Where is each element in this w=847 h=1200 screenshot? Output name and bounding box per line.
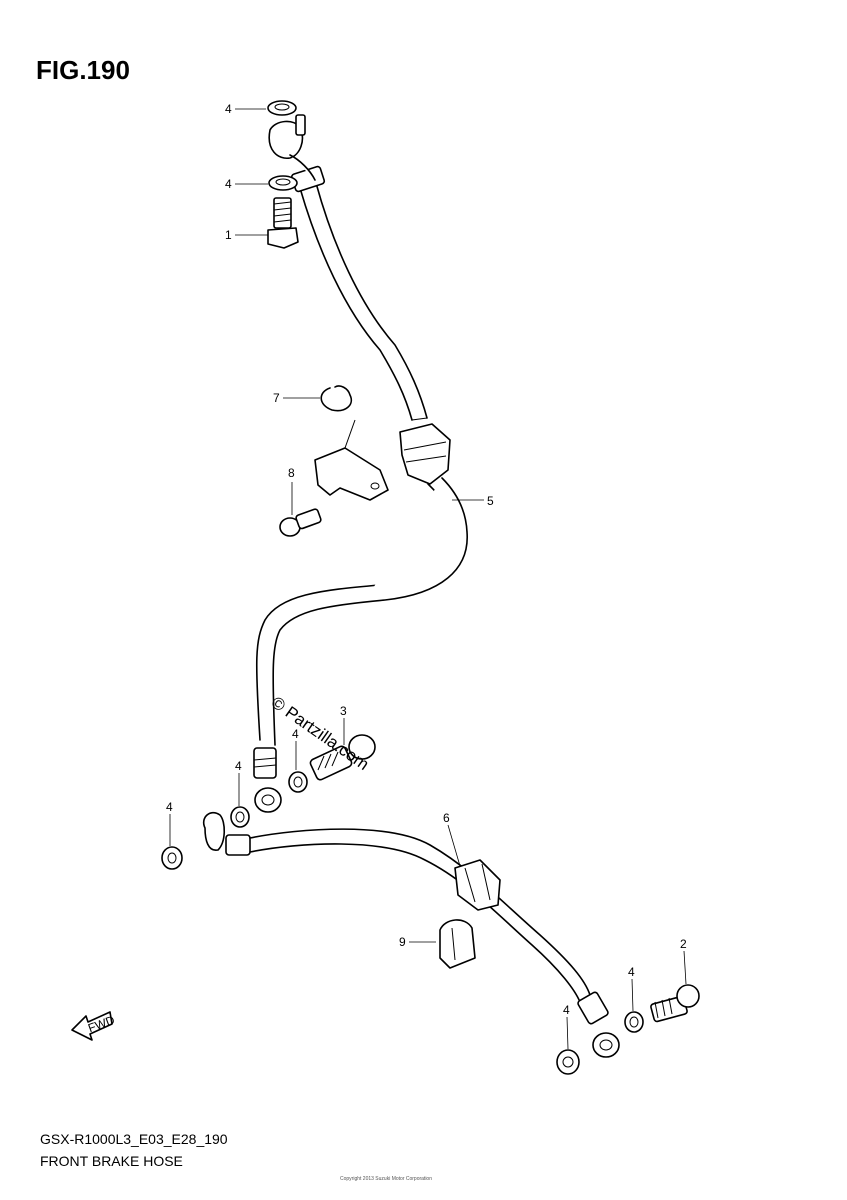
figure-caption: FRONT BRAKE HOSE [40, 1153, 183, 1169]
brake-hose-upper[interactable] [253, 114, 468, 813]
model-code: GSX-R1000L3_E03_E28_190 [40, 1131, 228, 1147]
callout-4-second[interactable]: 4 [225, 177, 268, 191]
washer-lower-left[interactable] [556, 1049, 580, 1075]
washer-left[interactable] [161, 846, 183, 870]
callout-4-top[interactable]: 4 [225, 102, 266, 116]
callout-3[interactable]: 3 [340, 704, 347, 745]
svg-text:5: 5 [487, 494, 494, 508]
svg-text:4: 4 [292, 727, 299, 741]
washer-top[interactable] [267, 100, 297, 116]
union-bolt-lower[interactable] [650, 984, 700, 1023]
svg-text:2: 2 [680, 937, 687, 951]
svg-text:6: 6 [443, 811, 450, 825]
svg-text:4: 4 [225, 102, 232, 116]
washer-mid-right[interactable] [288, 771, 308, 793]
callout-4-lower-right[interactable]: 4 [628, 965, 635, 1012]
washer-mid-left[interactable] [230, 806, 250, 828]
svg-text:8: 8 [288, 466, 295, 480]
callout-1[interactable]: 1 [225, 228, 268, 242]
callout-8[interactable]: 8 [288, 466, 295, 515]
callout-9[interactable]: 9 [399, 935, 436, 949]
svg-text:4: 4 [166, 800, 173, 814]
callout-4-mid-right[interactable]: 4 [292, 727, 299, 770]
fwd-label: FWD [86, 1013, 117, 1036]
callout-2[interactable]: 2 [680, 937, 687, 985]
union-bolt-upper[interactable] [267, 197, 299, 249]
hose-grommet-lower[interactable] [454, 859, 501, 911]
union-bolt-mid[interactable] [309, 734, 376, 781]
forward-direction-arrow: FWD [71, 1011, 117, 1041]
figure-title: FIG.190 [36, 55, 130, 85]
callout-4-left[interactable]: 4 [166, 800, 173, 846]
hose-clamp[interactable] [439, 919, 476, 969]
svg-text:3: 3 [340, 704, 347, 718]
washer-lower-right[interactable] [624, 1011, 644, 1033]
svg-text:4: 4 [563, 1003, 570, 1017]
svg-text:4: 4 [235, 759, 242, 773]
copyright-small-print: Copyright 2013 Suzuki Motor Corporation [340, 1176, 432, 1182]
bracket-bolt[interactable] [279, 508, 322, 537]
svg-text:4: 4 [628, 965, 635, 979]
callout-6[interactable]: 6 [443, 811, 461, 867]
brake-hose-lower[interactable] [202, 811, 620, 1058]
callout-4-mid-left[interactable]: 4 [235, 759, 242, 806]
hose-grommet-upper[interactable] [399, 423, 451, 485]
svg-text:4: 4 [225, 177, 232, 191]
svg-text:7: 7 [273, 391, 280, 405]
hose-clip[interactable] [320, 385, 352, 412]
washer-second[interactable] [268, 175, 298, 191]
hose-bracket[interactable] [314, 419, 389, 501]
callout-5[interactable]: 5 [452, 494, 494, 508]
callout-7[interactable]: 7 [273, 391, 320, 405]
svg-text:1: 1 [225, 228, 232, 242]
svg-text:9: 9 [399, 935, 406, 949]
callout-4-lower-left[interactable]: 4 [563, 1003, 570, 1050]
